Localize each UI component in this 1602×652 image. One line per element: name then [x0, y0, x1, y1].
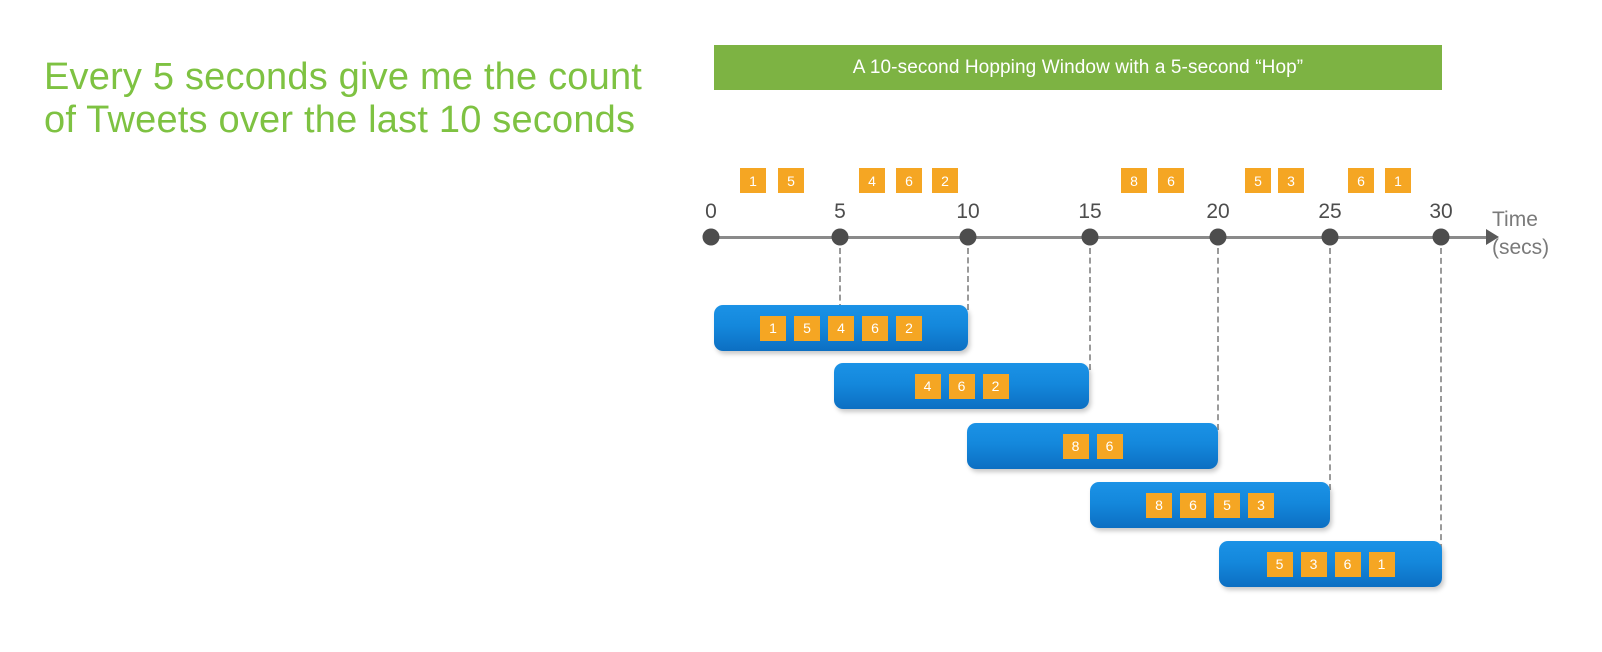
time-axis-line — [711, 236, 1486, 239]
axis-caption-line1: Time — [1492, 208, 1538, 231]
window-tweet-badge: 3 — [1248, 492, 1274, 518]
axis-tick-label: 10 — [956, 200, 980, 223]
axis-tick-dot — [1432, 228, 1450, 246]
drop-guide-line — [1329, 248, 1331, 490]
window-tweet-badge: 8 — [1146, 492, 1172, 518]
banner: A 10-second Hopping Window with a 5-seco… — [714, 45, 1442, 90]
axis-tick-dot — [702, 228, 720, 246]
axis-tick-dot — [1321, 228, 1339, 246]
tweet-badge: 8 — [1121, 168, 1147, 193]
window-tweet-badge: 6 — [948, 373, 975, 399]
window-tweet-badge: 5 — [1214, 492, 1240, 518]
window-tweet-badge: 6 — [1334, 551, 1361, 577]
window-tweet-badge: 3 — [1300, 551, 1327, 577]
axis-tick-dot — [1081, 228, 1099, 246]
window-tweet-badge: 1 — [1368, 551, 1395, 577]
drop-guide-line — [967, 248, 969, 310]
window-tweet-badge: 5 — [1266, 551, 1293, 577]
tweet-badge: 1 — [740, 168, 766, 193]
tweet-badge: 6 — [1158, 168, 1184, 193]
window-tweet-badge: 6 — [1180, 492, 1206, 518]
window-tweet-badge: 5 — [794, 315, 820, 341]
time-axis-arrow-icon — [1486, 229, 1499, 245]
axis-tick-label: 0 — [705, 200, 717, 223]
axis-tick-label: 15 — [1078, 200, 1102, 223]
window-tweet-badge: 4 — [828, 315, 854, 341]
drop-guide-line — [839, 248, 841, 310]
tweet-badge: 5 — [1245, 168, 1271, 193]
window-tweet-badge: 4 — [914, 373, 941, 399]
tweet-badge: 2 — [932, 168, 958, 193]
axis-tick-label: 5 — [834, 200, 846, 223]
banner-title: A 10-second Hopping Window with a 5-seco… — [852, 56, 1304, 78]
drop-guide-line — [1440, 248, 1442, 550]
axis-tick-label: 30 — [1429, 200, 1453, 223]
axis-tick-dot — [831, 228, 849, 246]
tweet-badge: 6 — [896, 168, 922, 193]
window-tweet-badge: 8 — [1062, 433, 1089, 459]
tweet-badge: 5 — [778, 168, 804, 193]
tweet-badge: 4 — [859, 168, 885, 193]
window-tweet-badge: 6 — [1096, 433, 1123, 459]
axis-tick-label: 25 — [1318, 200, 1342, 223]
drop-guide-line — [1089, 248, 1091, 370]
tweet-badge: 1 — [1385, 168, 1411, 193]
axis-tick-label: 20 — [1206, 200, 1230, 223]
window-tweet-badge: 2 — [896, 315, 922, 341]
drop-guide-line — [1217, 248, 1219, 430]
axis-caption-line2: (secs) — [1492, 236, 1550, 260]
tweet-badge: 6 — [1348, 168, 1374, 193]
window-tweet-badge: 6 — [862, 315, 888, 341]
axis-caption: Time (secs) — [1492, 206, 1549, 263]
window-tweet-badge: 2 — [982, 373, 1009, 399]
window-tweet-badge: 1 — [760, 315, 786, 341]
axis-tick-dot — [959, 228, 977, 246]
page-title: Every 5 seconds give me the count of Twe… — [44, 56, 643, 141]
tweet-badge: 3 — [1278, 168, 1304, 193]
axis-tick-dot — [1209, 228, 1227, 246]
